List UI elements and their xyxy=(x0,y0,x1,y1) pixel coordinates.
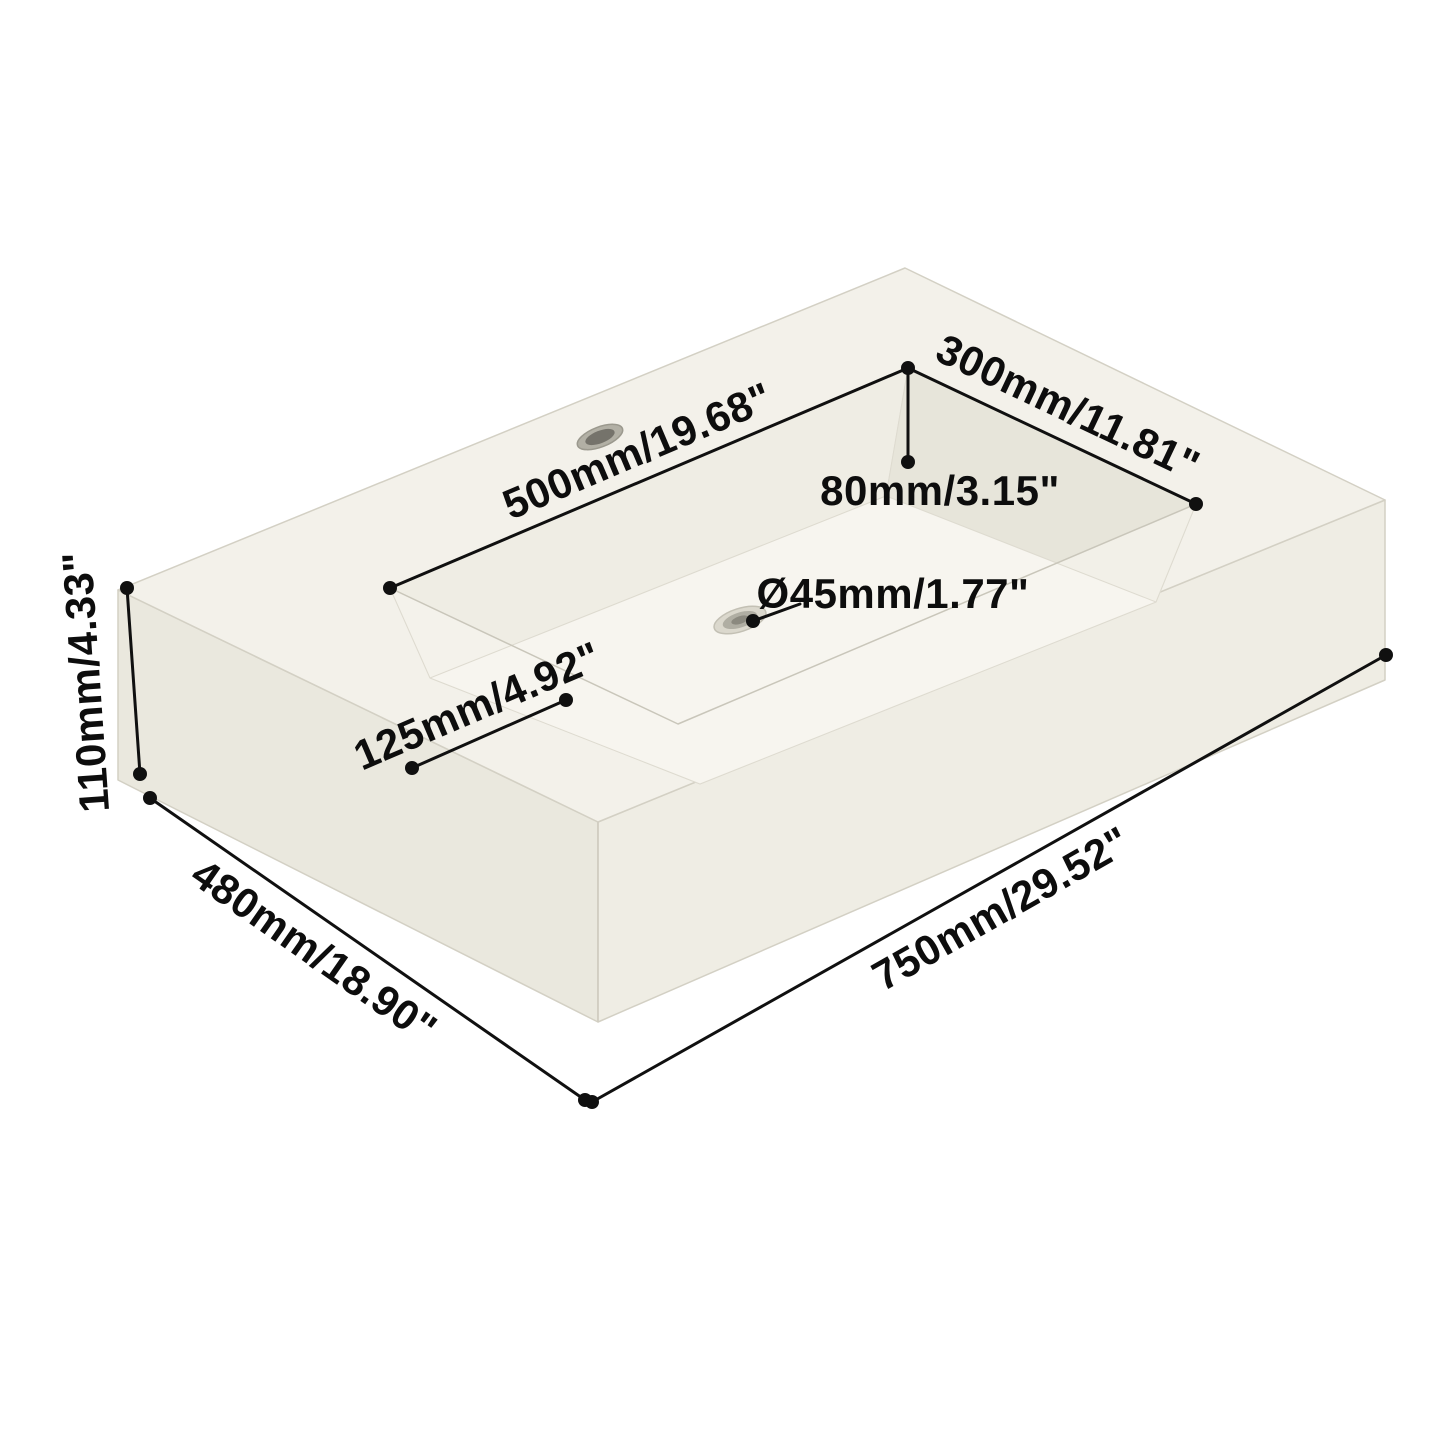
dimension-endpoint-dot xyxy=(143,791,157,805)
dimension-line xyxy=(148,796,587,1102)
basin-recess xyxy=(389,367,1197,785)
dimension-drain-diameter: Ø45mm/1.77" xyxy=(746,570,1029,628)
dimension-line xyxy=(125,586,142,776)
dimension-leader-line xyxy=(751,602,802,623)
dimension-label-height: 110mm/4.33" xyxy=(53,550,118,814)
dimension-line xyxy=(410,698,568,770)
dimension-endpoint-dot xyxy=(120,581,134,595)
dimension-endpoint-dot xyxy=(133,767,147,781)
dimension-label-drain-diameter: Ø45mm/1.77" xyxy=(757,570,1030,617)
dimension-endpoint-dot xyxy=(559,693,573,707)
dimension-endpoint-dot xyxy=(383,581,397,595)
dimension-endpoint-dot xyxy=(585,1095,599,1109)
dimension-endpoint-dot xyxy=(405,761,419,775)
dimension-endpoint-dot xyxy=(1379,648,1393,662)
basin-floor xyxy=(429,495,1157,785)
dimension-line xyxy=(388,366,910,590)
dimension-label-basin-depth: 80mm/3.15" xyxy=(820,467,1060,514)
dimension-endpoint-dot xyxy=(901,455,915,469)
dimension-line xyxy=(906,366,1198,506)
dimension-line xyxy=(590,653,1388,1104)
faucet-hole xyxy=(576,423,624,451)
dimension-endpoint-dot xyxy=(1189,497,1203,511)
dimension-basin-depth: 80mm/3.15" xyxy=(820,366,1060,514)
dimension-endpoint-dot xyxy=(746,614,760,628)
